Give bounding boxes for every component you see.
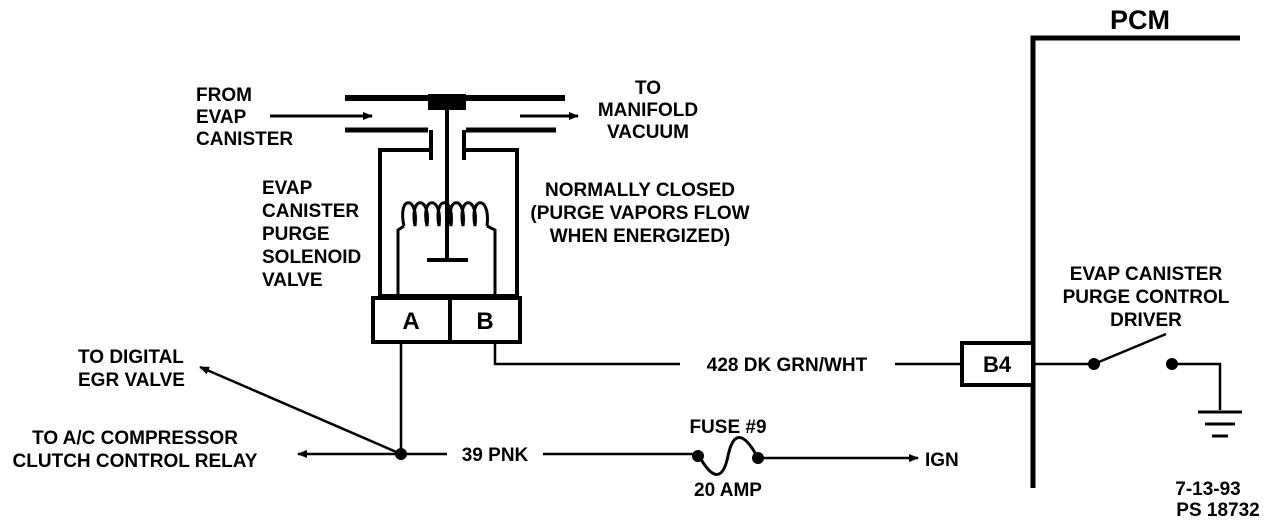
egr-valve-label: TO DIGITAL EGR VALVE — [78, 347, 185, 391]
connector-a-label: A — [402, 308, 419, 335]
footer-date: 7-13-93 — [1175, 479, 1241, 500]
solenoid-valve-body — [345, 94, 565, 300]
footer-ref: PS 18732 — [1176, 500, 1259, 521]
to-manifold-vacuum-label: TO MANIFOLD VACUUM — [598, 78, 698, 143]
driver-line-1: EVAP CANISTER — [1070, 264, 1223, 285]
state-line-1: NORMALLY CLOSED — [545, 180, 735, 201]
driver-label: EVAP CANISTER PURGE CONTROL DRIVER — [1063, 264, 1230, 331]
to-line-3: VACUUM — [607, 122, 689, 143]
solenoid-line-4: SOLENOID — [262, 247, 361, 268]
switch-contact — [1166, 358, 1178, 370]
connector-b4-label: B4 — [983, 352, 1012, 377]
normally-closed-label: NORMALLY CLOSED (PURGE VAPORS FLOW WHEN … — [530, 180, 749, 247]
wiring — [199, 342, 962, 476]
coil-lead-b — [486, 224, 497, 300]
ac-line-1: TO A/C COMPRESSOR — [32, 428, 238, 449]
wire-39-label: 39 PNK — [462, 445, 529, 466]
coil-lead-a — [396, 224, 405, 300]
wire-428-label: 428 DK GRN/WHT — [707, 355, 868, 376]
wire-b-to-pcm-left — [493, 342, 680, 366]
ac-relay-label: TO A/C COMPRESSOR CLUTCH CONTROL RELAY — [13, 428, 258, 472]
connector-b-box — [448, 296, 522, 344]
driver-line-2: PURGE CONTROL — [1063, 287, 1230, 308]
fuse-label: FUSE #9 — [689, 417, 766, 438]
driver-switch-blade — [1093, 332, 1167, 366]
egr-line-2: EGR VALVE — [78, 370, 185, 391]
valve-plunger-cap — [428, 94, 466, 110]
pcm-border — [1030, 35, 1240, 488]
solenoid-line-3: PURGE — [262, 224, 330, 245]
connector-b4-box — [960, 341, 1035, 387]
from-line-1: FROM — [196, 85, 252, 106]
solenoid-line-2: CANISTER — [262, 201, 359, 222]
to-line-2: MANIFOLD — [598, 100, 698, 121]
pcm-label: PCM — [1110, 5, 1170, 35]
connector-a-box — [371, 296, 452, 344]
solenoid-line-5: VALVE — [262, 270, 323, 291]
connector-ab: A B — [371, 296, 522, 344]
connector-b-label: B — [476, 308, 493, 335]
fuse-terminal-left — [692, 450, 704, 462]
fuse-terminal-right — [752, 452, 764, 464]
ign-label: IGN — [925, 450, 959, 471]
fuse-symbol — [696, 436, 760, 476]
solenoid-line-1: EVAP — [262, 178, 313, 199]
from-line-3: CANISTER — [196, 129, 293, 150]
solenoid-valve-label: EVAP CANISTER PURGE SOLENOID VALVE — [262, 178, 361, 291]
state-line-3: WHEN ENERGIZED) — [550, 226, 731, 247]
fuse-rating-label: 20 AMP — [694, 480, 762, 501]
driver-ground-lead — [1172, 362, 1222, 410]
pcm-module — [960, 35, 1242, 488]
ac-line-2: CLUTCH CONTROL RELAY — [13, 451, 258, 472]
state-line-2: (PURGE VAPORS FLOW — [530, 203, 749, 224]
egr-line-1: TO DIGITAL — [78, 347, 184, 368]
driver-line-3: DRIVER — [1110, 310, 1182, 331]
wire-to-egr — [199, 365, 402, 456]
splice-dot — [395, 448, 407, 460]
to-line-1: TO — [635, 78, 661, 99]
switch-pivot — [1088, 358, 1100, 370]
solenoid-coil — [401, 201, 489, 227]
from-line-2: EVAP — [196, 107, 247, 128]
from-evap-canister-label: FROM EVAP CANISTER — [196, 85, 293, 150]
